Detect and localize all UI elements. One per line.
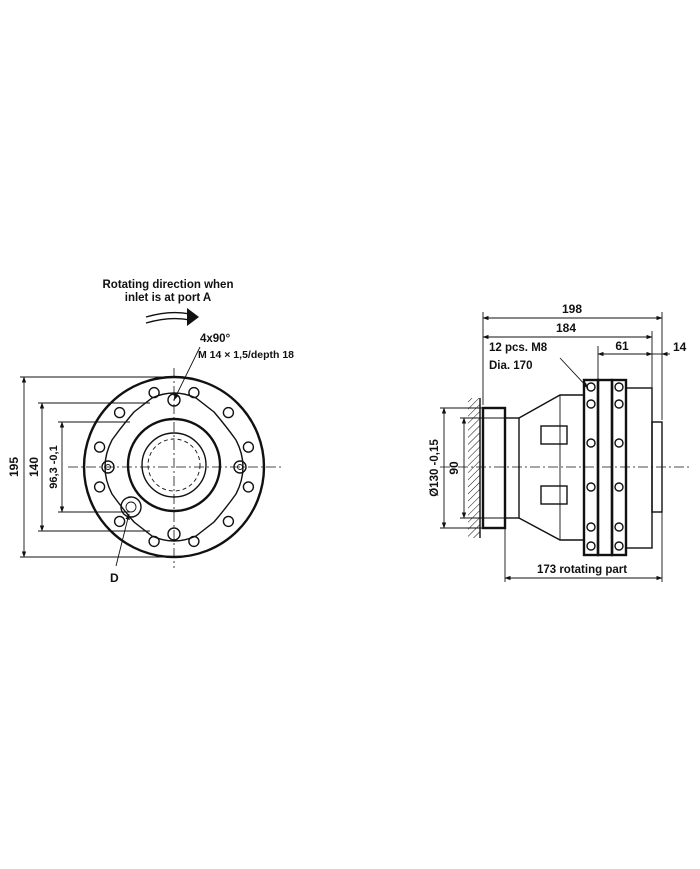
bolt-head <box>614 382 624 392</box>
dim-140-label: 140 <box>27 457 41 477</box>
bolt-head <box>614 522 624 532</box>
side-cone-body <box>518 394 585 541</box>
rotation-note-line1: Rotating direction when <box>103 279 234 291</box>
dim-173-label: 173 rotating part <box>537 564 627 576</box>
bolt-head <box>586 522 596 532</box>
side-mounting-flange <box>481 406 507 530</box>
port-d-inner <box>125 501 137 513</box>
side-view: 198 184 61 14 12 pcs. M8 Dia. 170 Ø130 -… <box>429 302 690 582</box>
bolt-head <box>614 438 624 448</box>
mounting-hole-left-inner <box>105 464 111 470</box>
side-cutout-upper <box>540 425 568 445</box>
mounting-flange-outline <box>104 392 244 542</box>
rear-housing <box>625 387 653 549</box>
bolt-hole <box>93 441 106 453</box>
dim-130-label: Ø130 -0,15 <box>429 439 441 497</box>
bolt-head <box>614 541 624 551</box>
mounting-hole-top <box>167 393 181 407</box>
side-bolt-heads <box>586 382 624 551</box>
bolt-hole <box>93 481 106 493</box>
hub-inner-circle <box>141 432 207 498</box>
dim-90-label: 90 <box>447 461 461 475</box>
side-cutout-lower <box>540 485 568 505</box>
thread-spec-line2: M 14 × 1,5/depth 18 <box>198 349 294 361</box>
bolt-head <box>614 399 624 409</box>
side-neck <box>504 417 520 519</box>
bolt-head <box>586 482 596 492</box>
bolt-ring-mid <box>596 378 614 557</box>
port-d-circle <box>120 496 142 518</box>
mounting-hole-left <box>101 460 115 474</box>
dim-184-label: 184 <box>556 321 576 335</box>
bolt-spec-leader <box>559 357 589 389</box>
thread-spec-line1: 4x90° <box>200 333 231 345</box>
bolt-hole <box>113 515 126 528</box>
rear-cap <box>651 421 663 513</box>
dim-96-label: 96,3 -0,1 <box>48 445 60 488</box>
rotation-arrow-icon <box>145 308 199 326</box>
bolt-head <box>586 438 596 448</box>
front-view: Rotating direction when inlet is at port… <box>7 279 294 585</box>
mounting-wall-hatch <box>468 398 480 538</box>
bolt-hole <box>242 481 255 493</box>
dim-198-label: 198 <box>562 302 582 316</box>
bolt-ring-right <box>610 378 628 557</box>
dim-14-label: 14 <box>673 340 687 354</box>
port-d-label: D <box>110 571 119 585</box>
thread-leader <box>173 346 201 401</box>
bolt-head <box>586 399 596 409</box>
rotation-note-line2: inlet is at port A <box>125 292 211 304</box>
bolt-hole <box>113 406 126 419</box>
dim-61-label: 61 <box>615 339 629 353</box>
bolt-hole <box>222 406 235 419</box>
dim-195-label: 195 <box>7 457 21 477</box>
bolt-head <box>586 541 596 551</box>
bolt-spec-line1: 12 pcs. M8 <box>489 342 548 354</box>
bolt-ring-left <box>582 378 600 557</box>
mounting-hole-bottom <box>167 527 181 541</box>
bolt-hole <box>222 515 235 528</box>
hub-bore <box>147 438 201 492</box>
mounting-hole-right <box>233 460 247 474</box>
bolt-head <box>586 382 596 392</box>
bolt-hole <box>242 441 255 453</box>
outer-flange-circle <box>82 375 266 559</box>
port-d-leader <box>115 513 130 567</box>
bolt-spec-line2: Dia. 170 <box>489 360 532 372</box>
mounting-hole-right-inner <box>237 464 243 470</box>
bolt-head <box>614 482 624 492</box>
hub-outer-circle <box>126 417 222 513</box>
